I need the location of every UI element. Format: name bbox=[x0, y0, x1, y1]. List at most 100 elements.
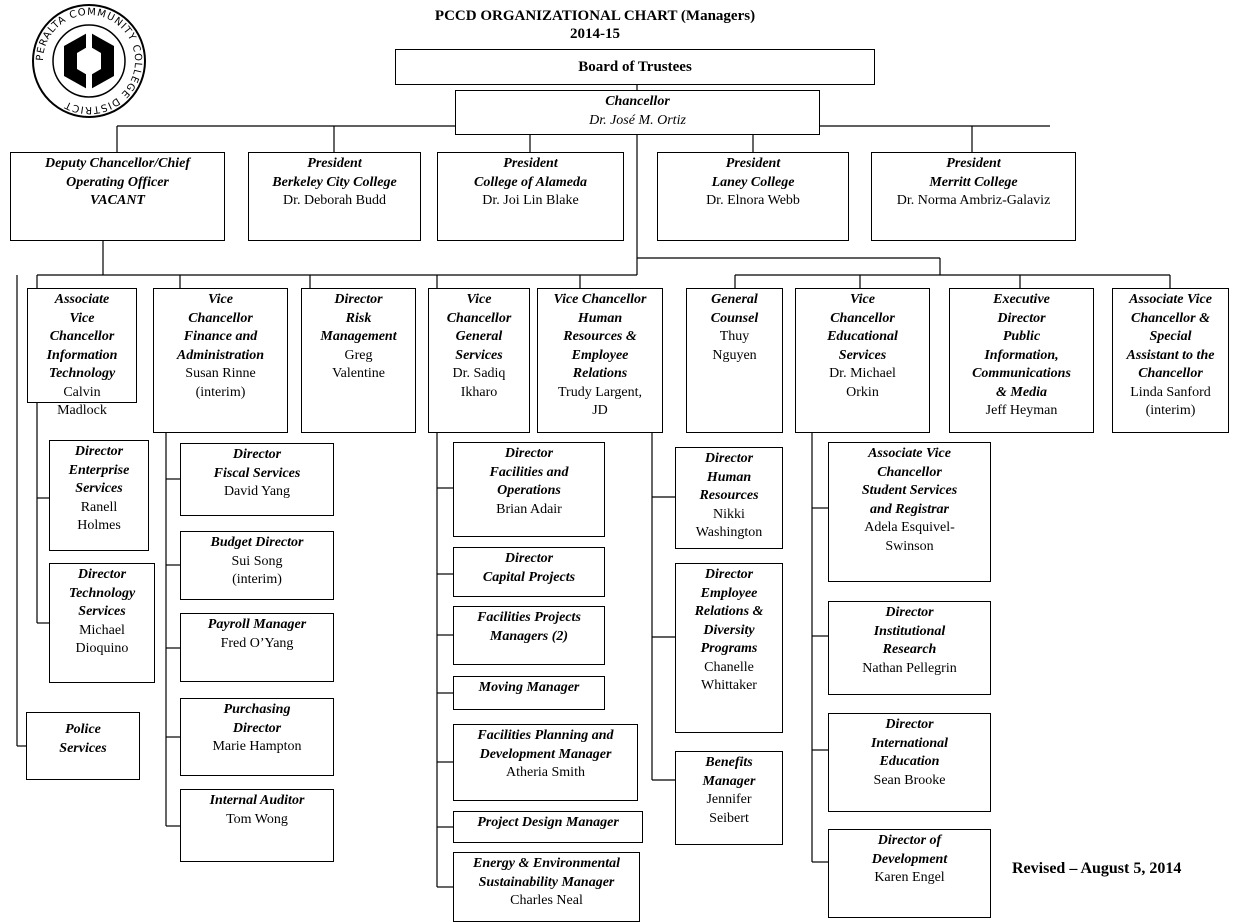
box-person-name: Seibert bbox=[709, 810, 749, 826]
box-title-line: Chancellor & bbox=[1131, 310, 1210, 326]
box-person-name: Whittaker bbox=[701, 678, 757, 693]
box-title-line: Management bbox=[320, 329, 397, 344]
box-title-line: Director bbox=[504, 551, 554, 566]
box-title-line: Information bbox=[46, 347, 118, 363]
box-title-line: Technology bbox=[48, 366, 116, 381]
box-title-line: Education bbox=[879, 754, 940, 769]
box-person-name: Thuy bbox=[719, 329, 750, 344]
box-title-line: Technology bbox=[68, 585, 136, 601]
box-title-line: Manager bbox=[702, 773, 756, 789]
peralta-logo: PERALTA COMMUNITY COLLEGE DISTRICT bbox=[32, 4, 146, 118]
box-person-name: Dr. Deborah Budd bbox=[282, 193, 387, 208]
box-person-name: Dr. Joi Lin Blake bbox=[482, 193, 579, 208]
box-person-name: Dr. José M. Ortiz bbox=[589, 112, 686, 128]
box-title-line: Operations bbox=[497, 483, 561, 498]
box-title-line: Services bbox=[59, 740, 107, 756]
box-title-line: Services bbox=[75, 481, 123, 496]
box-person-name: Holmes bbox=[77, 518, 121, 533]
box-title-line: Risk bbox=[345, 310, 372, 326]
org-box-proj-design: Project Design Manager bbox=[453, 811, 643, 843]
box-title-line: Associate bbox=[54, 292, 110, 307]
box-title-line: Services bbox=[455, 347, 503, 363]
box-title-line: & Media bbox=[996, 384, 1047, 400]
box-title-line: Facilities and bbox=[489, 464, 569, 480]
box-title-line: Director bbox=[504, 446, 554, 461]
box-title-line: Director bbox=[885, 717, 934, 732]
box-title-line: Chancellor bbox=[1138, 366, 1203, 381]
box-title-line: Director bbox=[334, 292, 383, 307]
box-title-line: Chancellor bbox=[877, 464, 942, 480]
box-title-line: Public bbox=[1002, 329, 1041, 344]
box-person-name: Brian Adair bbox=[496, 501, 562, 517]
box-title-line: Services bbox=[78, 604, 126, 619]
box-person-name: Greg bbox=[344, 347, 373, 363]
box-person-name: Dr. Norma Ambriz-Galaviz bbox=[896, 193, 1051, 208]
box-title-line: Executive bbox=[993, 292, 1050, 307]
box-title-line: Vice Chancellor bbox=[553, 292, 647, 307]
box-person-name: Sean Brooke bbox=[873, 772, 946, 788]
box-title-line: Vice bbox=[208, 292, 233, 307]
box-title-line: Educational bbox=[827, 329, 898, 344]
box-title-line: Student Services bbox=[861, 483, 958, 498]
box-person-name: Sui Song bbox=[231, 553, 283, 569]
box-title-line: Chancellor bbox=[605, 94, 670, 109]
box-title-line: Energy & Environmental bbox=[472, 856, 621, 871]
box-person-name: Chanelle bbox=[704, 659, 754, 675]
box-title-line: College of Alameda bbox=[473, 174, 588, 190]
box-person-name: Susan Rinne bbox=[185, 366, 256, 381]
box-title-line: General bbox=[711, 292, 758, 307]
box-title-line: Development Manager bbox=[479, 746, 612, 762]
box-title-line: Laney College bbox=[711, 174, 795, 190]
box-title-line: Human bbox=[577, 310, 623, 326]
box-title-line: Chancellor bbox=[188, 310, 253, 326]
box-title-line: President bbox=[503, 156, 558, 171]
box-title-line: Counsel bbox=[710, 310, 759, 326]
box-person-name: Nguyen bbox=[712, 347, 757, 363]
box-title-line: VACANT bbox=[90, 193, 145, 208]
box-title-line: Associate Vice bbox=[868, 446, 951, 461]
box-title-line: Employee bbox=[700, 585, 758, 601]
box-title-line: Managers (2) bbox=[489, 628, 569, 644]
box-title-line: Moving Manager bbox=[478, 680, 580, 695]
box-title-line: Research bbox=[882, 642, 937, 657]
box-person-name: Marie Hampton bbox=[212, 739, 302, 754]
box-person-name: (interim) bbox=[195, 384, 246, 400]
box-person-name: Dr. Elnora Webb bbox=[706, 193, 800, 208]
org-box-board: Board of Trustees bbox=[395, 49, 875, 85]
box-person-name: Ikharo bbox=[460, 384, 498, 400]
box-person-name: Washington bbox=[695, 525, 763, 540]
box-title-line: Diversity bbox=[703, 622, 755, 638]
box-title-line: Enterprise bbox=[68, 462, 130, 478]
box-person-name: Calvin bbox=[63, 384, 101, 400]
box-title-line: Director bbox=[704, 451, 754, 466]
box-title-line: Chancellor bbox=[49, 329, 115, 344]
revised-date: Revised – August 5, 2014 bbox=[1012, 860, 1182, 877]
box-person-name: Tom Wong bbox=[226, 811, 288, 827]
box-title-line: Assistant to the bbox=[1126, 347, 1215, 363]
box-title-line: Berkeley City College bbox=[272, 174, 397, 190]
box-title-line: Deputy Chancellor/Chief bbox=[44, 156, 191, 171]
box-title-line: Police bbox=[65, 722, 101, 737]
box-title-line: Sustainability Manager bbox=[478, 874, 615, 890]
